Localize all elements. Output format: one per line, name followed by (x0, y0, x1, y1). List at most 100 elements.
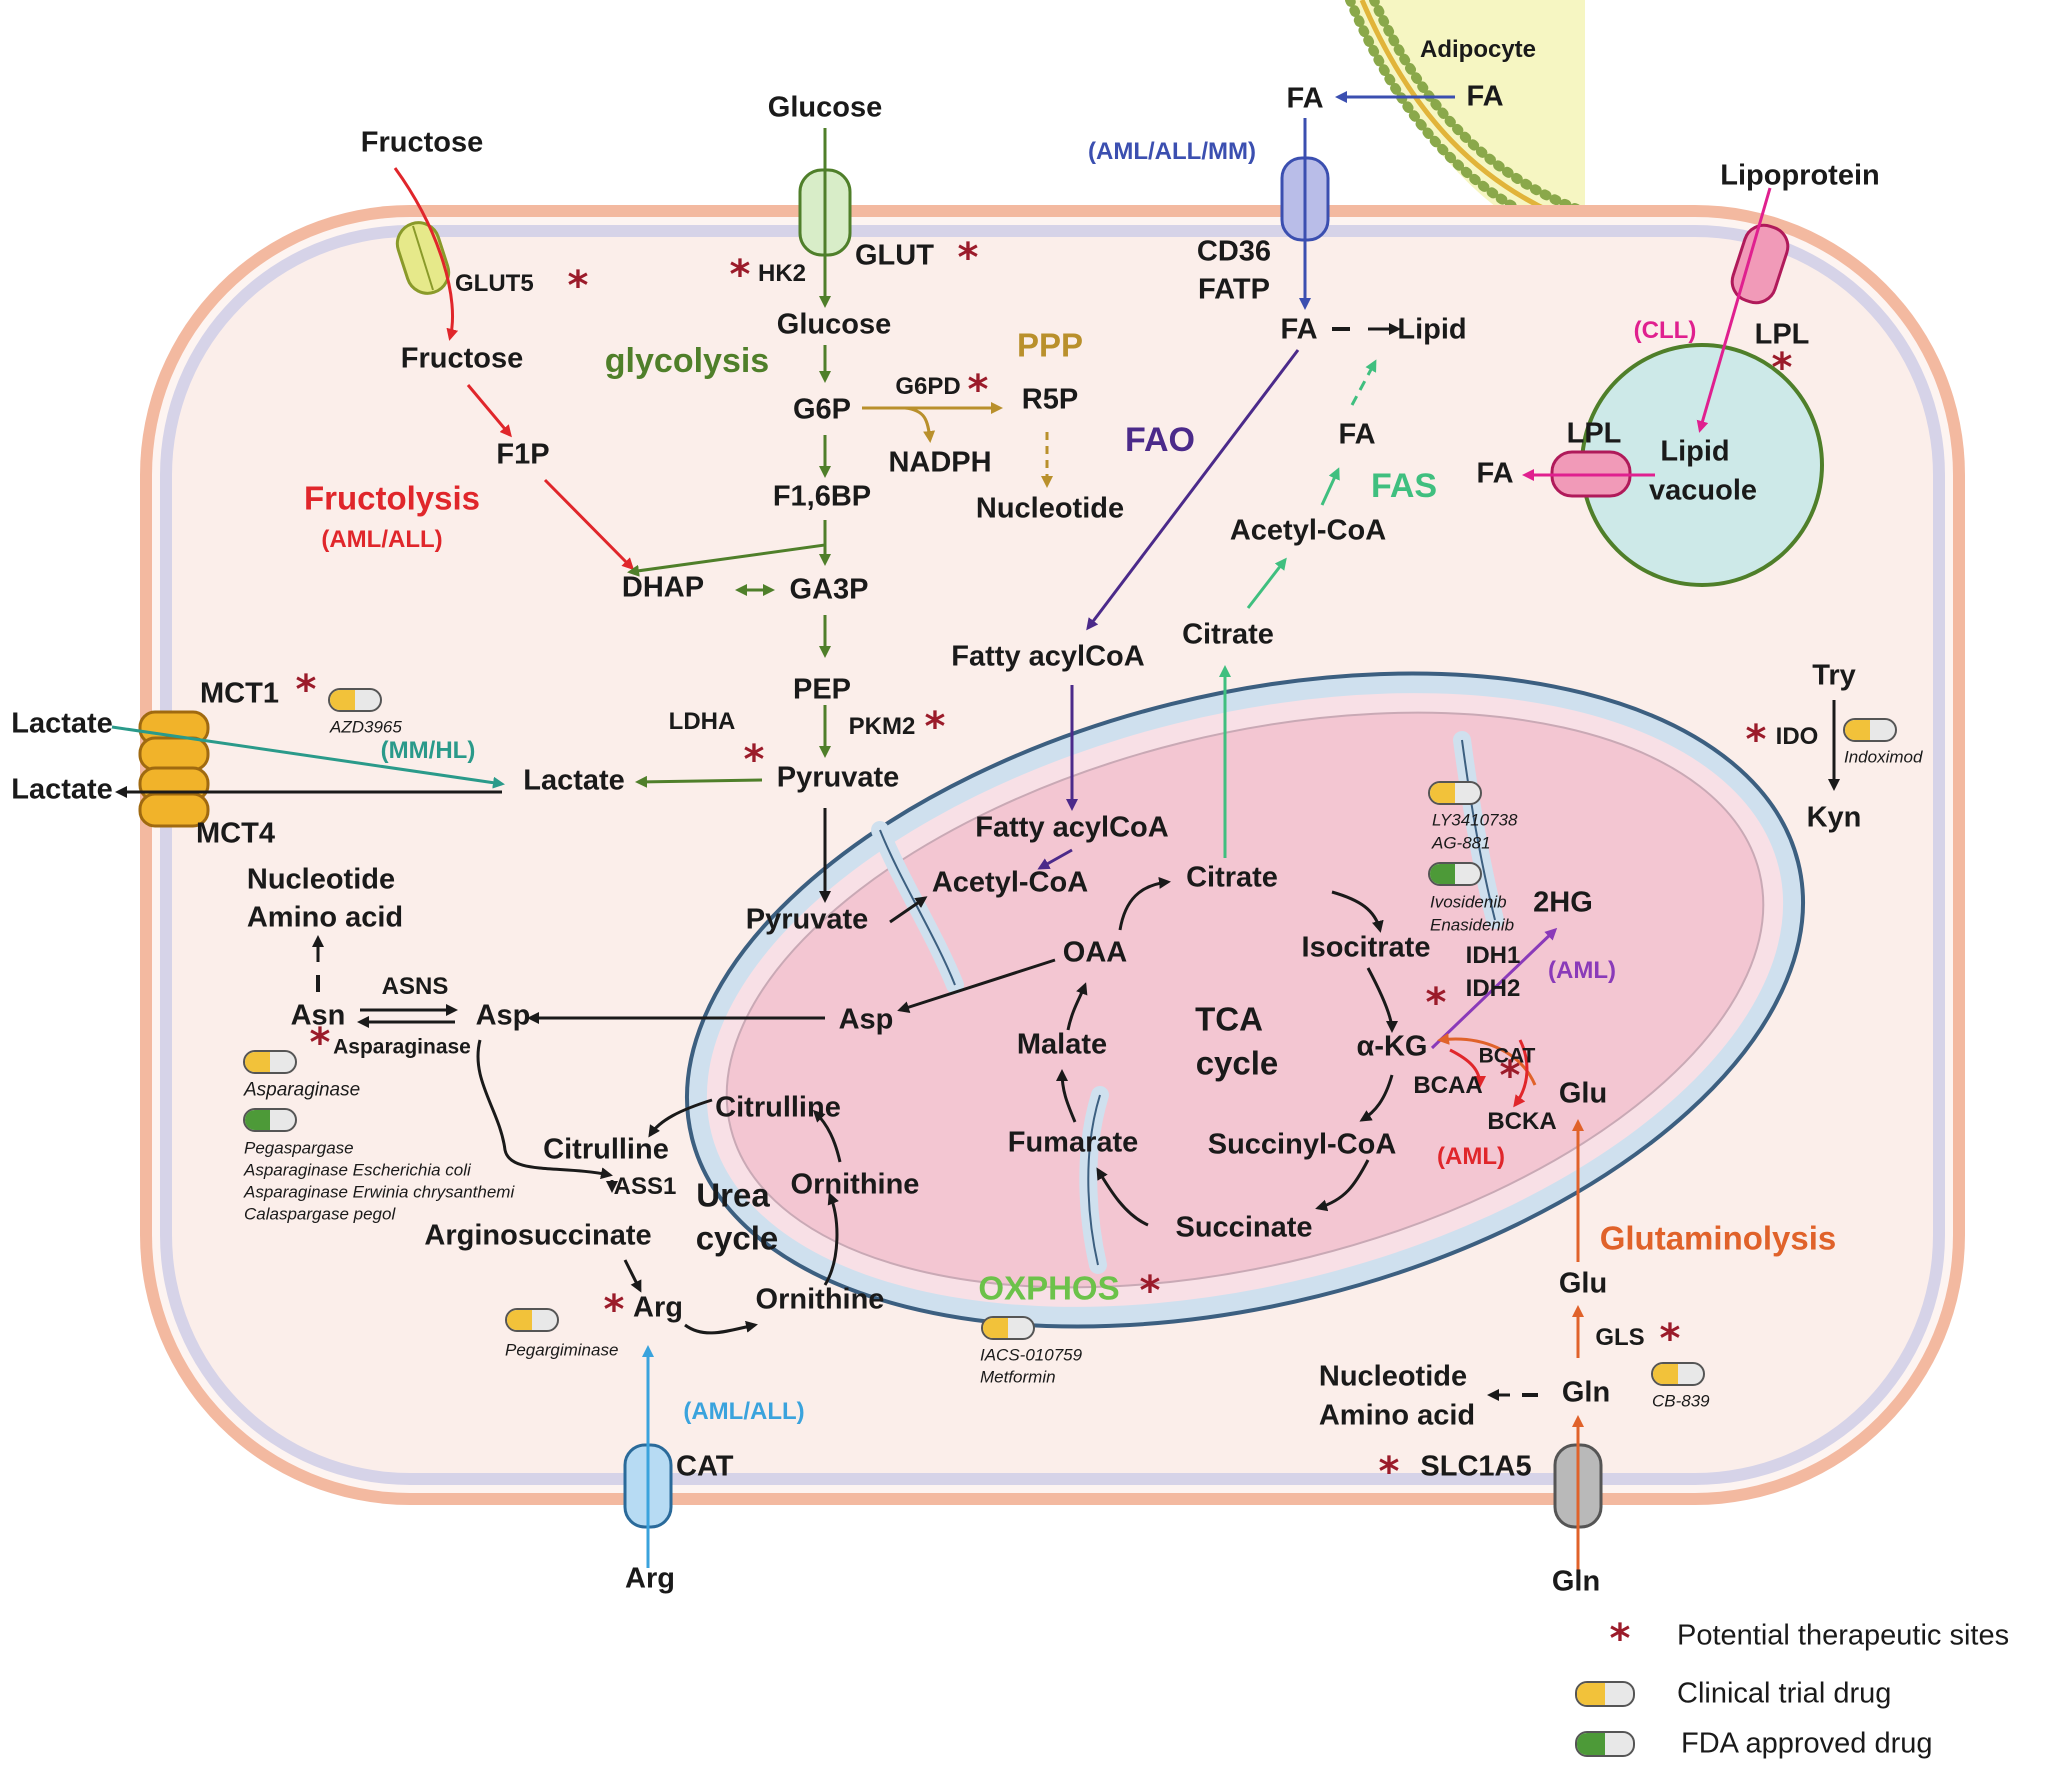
therapeutic-star-slc1a5: * (1378, 1449, 1400, 1496)
citrulline-cyto-label: Citrulline (543, 1133, 669, 1166)
citrate-mito-label: Citrate (1186, 861, 1278, 894)
glucose-internal-label: Glucose (776, 308, 892, 341)
drug-metformin: Metformin (980, 1367, 1056, 1387)
isocitrate-label: Isocitrate (1301, 931, 1431, 964)
amino-acid-gln-label: Amino acid (1318, 1399, 1476, 1432)
tca-label-2: cycle (1195, 1044, 1279, 1082)
idh1-label: IDH1 (1465, 942, 1521, 969)
aml-all-arg-label: (AML/ALL) (683, 1398, 805, 1425)
legend-clinical-label: Clinical trial drug (1677, 1677, 1892, 1710)
drug-pill-iacs010759 (981, 1316, 1035, 1340)
malate-label: Malate (1016, 1028, 1108, 1061)
fumarate-label: Fumarate (1007, 1126, 1139, 1159)
fao-label: FAO (1125, 421, 1195, 459)
ass1-label: ASS1 (613, 1173, 677, 1200)
fa-vacuole-label: FA (1476, 457, 1514, 490)
drug-enasidenib: Enasidenib (1430, 915, 1515, 935)
gln-external-label: Gln (1551, 1565, 1601, 1598)
legend-clinical-pill-icon (1575, 1681, 1635, 1707)
fa-adipocyte-label: FA (1466, 80, 1504, 113)
lipid-vacuole-label-1: Lipid (1660, 435, 1730, 468)
r5p-label: R5P (1021, 383, 1079, 416)
drug-pill-cb839 (1651, 1362, 1705, 1386)
slc1a5-label: SLC1A5 (1420, 1450, 1532, 1483)
acetylcoa-cyto-label: Acetyl-CoA (1229, 514, 1387, 547)
fatty-acylcoa-cyto-label: Fatty acylCoA (951, 640, 1145, 673)
arg-external-label: Arg (625, 1562, 675, 1595)
f16bp-label: F1,6BP (772, 480, 872, 513)
nucleotide-ppp-label: Nucleotide (975, 492, 1125, 525)
mm-hl-label: (MM/HL) (380, 737, 476, 764)
asparaginase-label: Asparaginase (333, 1035, 471, 1059)
drug-pill-indoximod (1843, 718, 1897, 742)
mitochondrion (685, 671, 1805, 1329)
gls-label: GLS (1595, 1324, 1645, 1351)
lactate-internal-label: Lactate (523, 764, 625, 797)
ppp-label: PPP (1016, 326, 1084, 364)
asp-mito-label: Asp (838, 1003, 894, 1036)
asn-label: Asn (290, 999, 346, 1032)
succinylcoa-label: Succinyl-CoA (1207, 1128, 1397, 1161)
kyn-label: Kyn (1806, 801, 1862, 834)
aml-idh-label: (AML) (1548, 957, 1616, 984)
therapeutic-star-oxphos: * (1139, 1268, 1161, 1315)
argininosuccinate-label: Arginosuccinate (424, 1219, 652, 1252)
nucleotide-gln-label: Nucleotide (1318, 1360, 1468, 1393)
idh2-label: IDH2 (1465, 975, 1521, 1002)
glutaminolysis-label: Glutaminolysis (1599, 1219, 1837, 1257)
f1p-label: F1P (496, 438, 550, 471)
therapeutic-star-hk2: * (729, 252, 751, 299)
drug-pegaspargase: Pegaspargase (244, 1138, 354, 1158)
g6p-label: G6P (792, 393, 852, 426)
therapeutic-star-glut: * (957, 235, 979, 282)
fructose-internal-label: Fructose (400, 342, 524, 375)
lactate-in-external-label: Lactate (11, 707, 113, 740)
therapeutic-star-arg: * (603, 1287, 625, 1334)
aml-all-mm-label: (AML/ALL/MM) (1088, 138, 1256, 165)
g6pd-label: G6PD (895, 373, 961, 400)
fructose-external-label: Fructose (360, 126, 484, 159)
nadph-label: NADPH (888, 446, 992, 479)
ldha-label: LDHA (668, 708, 736, 735)
drug-ivosidenib: Ivosidenib (1430, 892, 1507, 912)
drug-asparaginase: Asparaginase (244, 1079, 361, 1101)
mct1-label: MCT1 (200, 677, 279, 710)
pyruvate-cyto-label: Pyruvate (776, 761, 900, 794)
lipoprotein-label: Lipoprotein (1720, 159, 1880, 192)
nucleotide-asn-label: Nucleotide (246, 863, 396, 896)
asns-label: ASNS (381, 973, 449, 1000)
drug-pill-ly3410738 (1428, 781, 1482, 805)
citrulline-mito-label: Citrulline (715, 1091, 841, 1124)
try-label: Try (1812, 659, 1856, 692)
drug-pill-pegargiminase (505, 1308, 559, 1332)
therapeutic-star-ido: * (1745, 717, 1767, 764)
ornithine-cyto-label: Ornithine (755, 1283, 885, 1316)
oaa-label: OAA (1062, 936, 1128, 969)
drug-pegargiminase: Pegargiminase (505, 1340, 619, 1360)
fas-label: FAS (1370, 467, 1438, 505)
lipid-label: Lipid (1397, 313, 1467, 346)
bcka-label: BCKA (1487, 1108, 1557, 1135)
therapeutic-star-lpl: * (1771, 345, 1793, 392)
therapeutic-star-pkm2: * (924, 704, 946, 751)
mct4-label: MCT4 (196, 817, 275, 850)
drug-asparaginase-ecoli: Asparaginase Escherichia coli (244, 1160, 471, 1180)
bcaa-label: BCAA (1413, 1072, 1483, 1099)
drug-cb839: CB-839 (1652, 1391, 1710, 1411)
drug-calaspargase: Calaspargase pegol (244, 1204, 396, 1224)
succinate-label: Succinate (1175, 1211, 1313, 1244)
drug-indoximod: Indoximod (1844, 747, 1923, 767)
drug-pill-ivosidenib (1428, 862, 1482, 886)
urea-label-2: cycle (695, 1219, 779, 1257)
pkm2-label: PKM2 (848, 713, 916, 740)
therapeutic-star-gls: * (1659, 1316, 1681, 1363)
drug-ly3410738: LY3410738 (1432, 810, 1518, 830)
legend-fda-pill-icon (1575, 1731, 1635, 1757)
legend-fda-label: FDA approved drug (1681, 1727, 1933, 1760)
cll-label: (CLL) (1633, 317, 1697, 344)
lpl-outer-label: LPL (1754, 318, 1810, 351)
drug-pill-pegaspargase (243, 1108, 297, 1132)
tca-label-1: TCA (1195, 1000, 1263, 1038)
drug-azd3965: AZD3965 (330, 717, 402, 737)
